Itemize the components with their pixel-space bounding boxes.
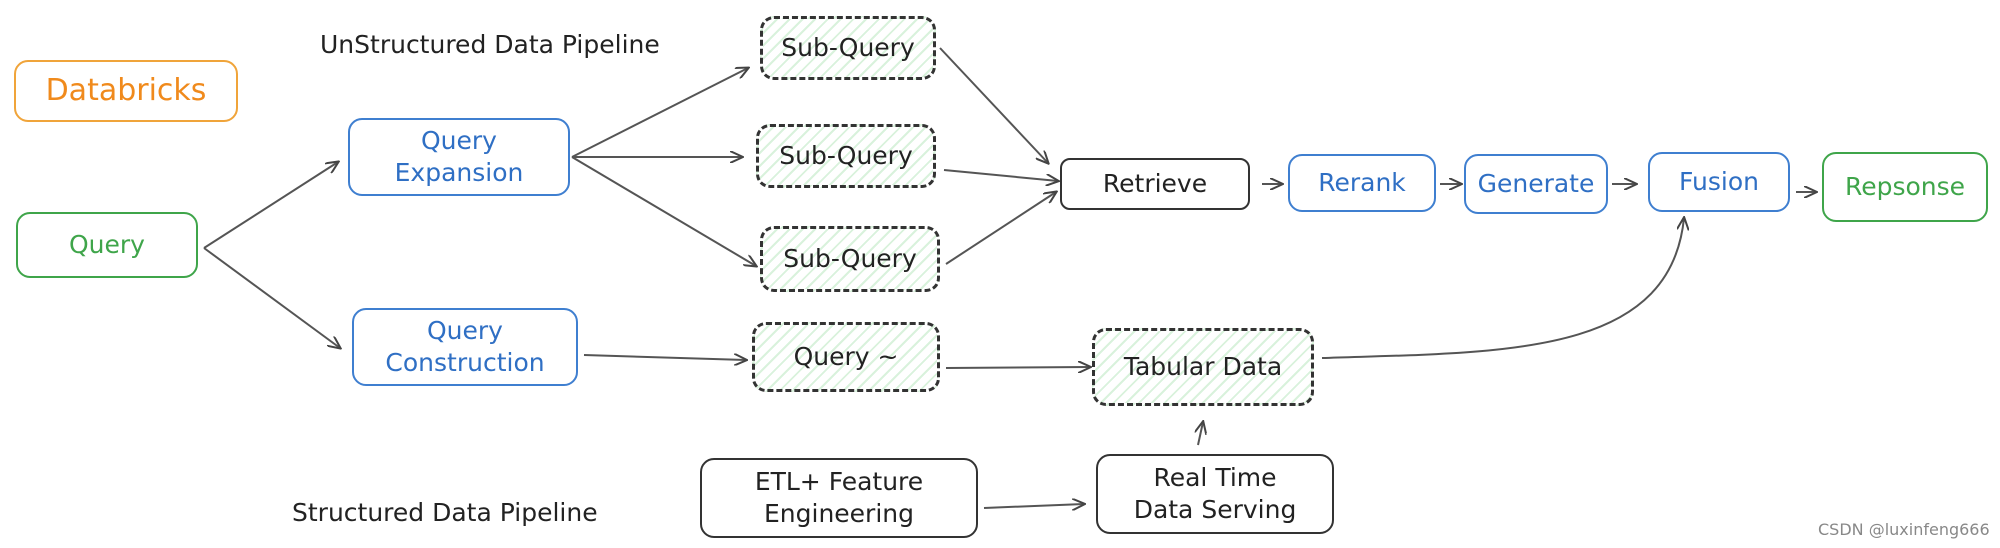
edge-etl-to-realtime <box>983 504 1084 508</box>
unstructured-pipeline-label: UnStructured Data Pipeline <box>320 30 660 59</box>
edge-expansion-to-subquery-3 <box>571 156 756 266</box>
csdn-watermark: CSDN @luxinfeng666 <box>1818 520 1990 539</box>
node-tabular-data: Tabular Data <box>1092 328 1314 406</box>
node-query-label: Query <box>69 230 145 259</box>
node-response-label: Repsonse <box>1844 172 1966 201</box>
node-generate: Generate <box>1464 154 1608 214</box>
node-rerank-label: Rerank <box>1318 168 1406 197</box>
edge-realtime-to-tabular <box>1198 422 1203 446</box>
node-query-construction: Query Construction <box>352 308 578 386</box>
node-query-construction-label: Query Construction <box>385 316 545 377</box>
edge-query-to-construction <box>203 247 340 348</box>
node-query-tilde-label: Query ~ <box>793 342 899 371</box>
edge-query-tilde-to-tabular <box>945 367 1090 368</box>
node-generate-label: Generate <box>1477 169 1595 198</box>
node-fusion-label: Fusion <box>1679 167 1759 196</box>
node-real-time-label: Real Time Data Serving <box>1133 463 1297 524</box>
databricks-logo: Databricks <box>14 60 238 122</box>
logo-text: Databricks <box>45 73 207 108</box>
node-etl-label: ETL+ Feature Engineering <box>754 467 924 528</box>
edge-tabular-to-fusion <box>1321 218 1684 359</box>
node-query-expansion-label: Query Expansion <box>394 126 524 187</box>
node-sub-query-1-label: Sub-Query <box>781 33 915 62</box>
edge-query-to-expansion <box>203 162 338 249</box>
node-response: Repsonse <box>1822 152 1988 222</box>
edge-subquery-1-to-retrieve <box>939 47 1048 163</box>
node-rerank: Rerank <box>1288 154 1436 212</box>
node-tabular-data-label: Tabular Data <box>1123 352 1283 381</box>
node-sub-query-1: Sub-Query <box>760 16 936 80</box>
node-sub-query-3-label: Sub-Query <box>783 244 917 273</box>
edge-construction-to-query-tilde <box>583 355 746 360</box>
edge-subquery-3-to-retrieve <box>945 192 1056 265</box>
node-real-time-data-serving: Real Time Data Serving <box>1096 454 1334 534</box>
edge-expansion-to-subquery-1 <box>571 68 748 158</box>
node-query: Query <box>16 212 198 278</box>
node-fusion: Fusion <box>1648 152 1790 212</box>
node-sub-query-2-label: Sub-Query <box>779 141 913 170</box>
node-query-expansion: Query Expansion <box>348 118 570 196</box>
structured-pipeline-label: Structured Data Pipeline <box>292 498 598 527</box>
node-retrieve-label: Retrieve <box>1102 169 1208 198</box>
node-etl-feature-engineering: ETL+ Feature Engineering <box>700 458 978 538</box>
node-query-tilde: Query ~ <box>752 322 940 392</box>
edge-subquery-2-to-retrieve <box>943 169 1058 181</box>
node-sub-query-2: Sub-Query <box>756 124 936 188</box>
node-sub-query-3: Sub-Query <box>760 226 940 292</box>
node-retrieve: Retrieve <box>1060 158 1250 210</box>
